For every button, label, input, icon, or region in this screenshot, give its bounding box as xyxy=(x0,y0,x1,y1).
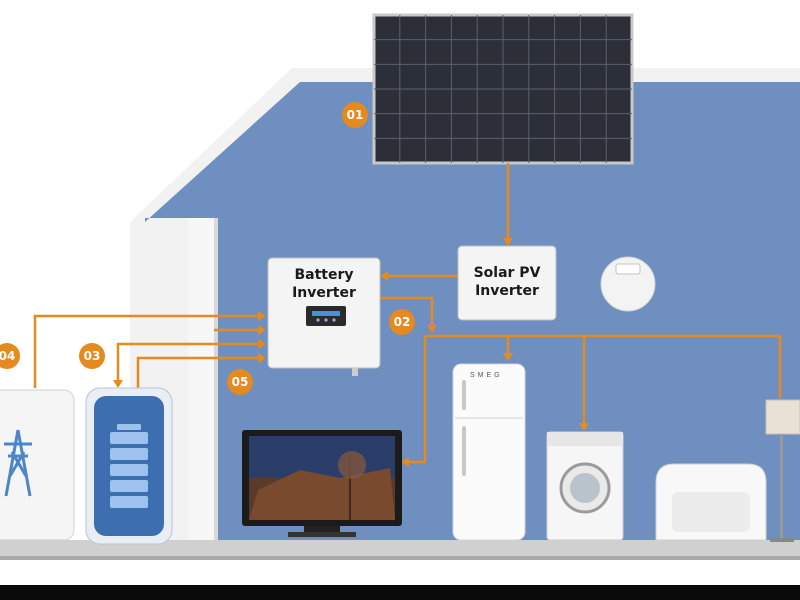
power-pylon-icon xyxy=(4,429,32,497)
battery-inverter xyxy=(267,257,381,376)
flow-arrows xyxy=(113,238,589,467)
bottom-strip xyxy=(0,585,800,600)
floor xyxy=(0,540,800,558)
badge-03: 03 xyxy=(79,343,105,369)
battery-inverter-label: Battery Inverter xyxy=(292,267,356,301)
television xyxy=(242,430,402,537)
badge-02: 02 xyxy=(389,309,415,335)
partition-shadow xyxy=(214,218,218,548)
solar-pv-inverter-label: Solar PV Inverter xyxy=(473,265,541,299)
grid-unit xyxy=(0,389,75,541)
badge-05: 05 xyxy=(227,369,253,395)
washing-machine xyxy=(546,431,624,541)
floor-lamp xyxy=(765,399,800,542)
refrigerator xyxy=(452,363,526,541)
partition-wall xyxy=(188,218,216,548)
fridge-brand: SMEG xyxy=(470,372,503,379)
solar-panel xyxy=(372,13,634,165)
home-battery xyxy=(85,387,173,545)
armchair xyxy=(655,463,767,541)
battery-icon xyxy=(110,424,148,508)
floor-edge xyxy=(0,556,800,560)
smart-meter-icon xyxy=(600,256,656,312)
solar-pv-inverter xyxy=(457,245,557,321)
badge-01: 01 xyxy=(342,102,368,128)
flow-lines xyxy=(33,163,782,464)
badge-04: 04 xyxy=(0,343,20,369)
